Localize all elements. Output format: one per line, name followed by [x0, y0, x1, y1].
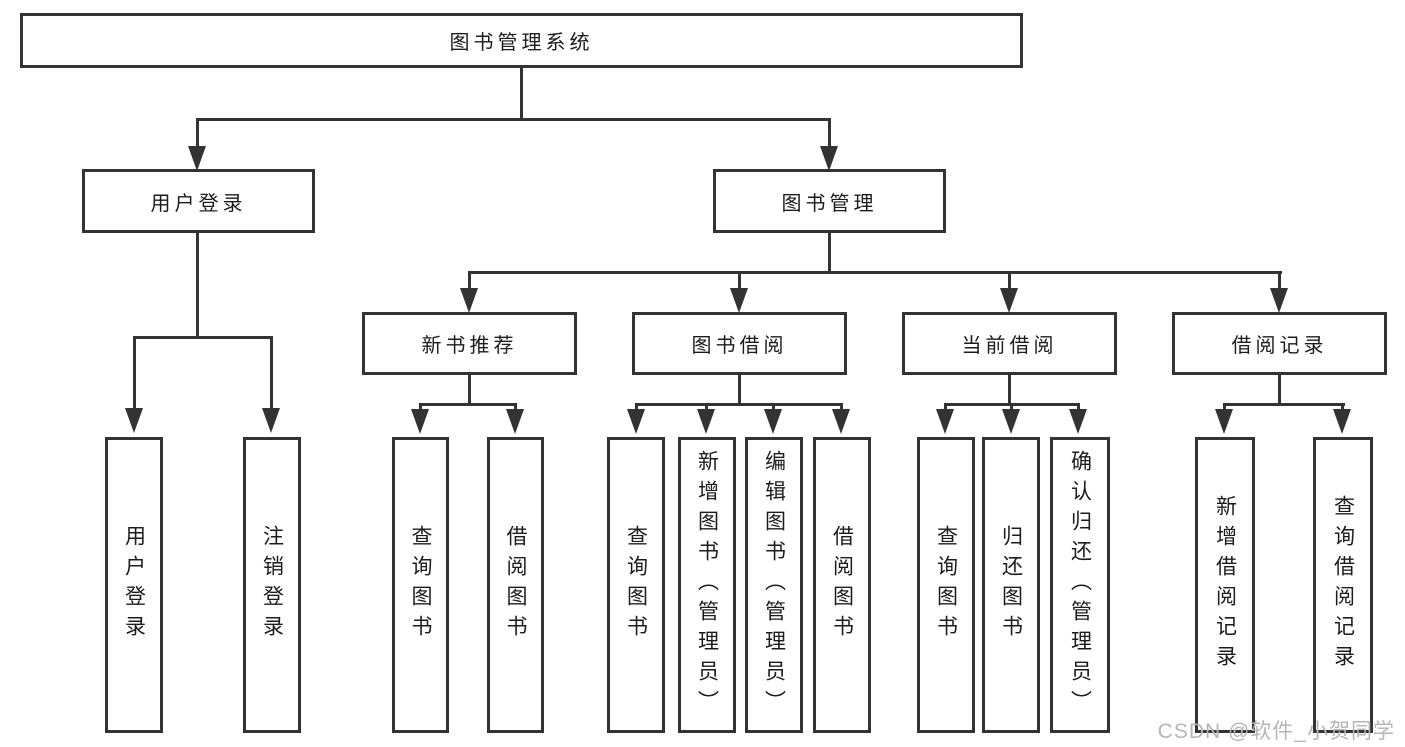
- node-label: 注销登录: [260, 525, 284, 645]
- node-label: 用户登录: [150, 192, 247, 215]
- arrowhead-icon: [730, 288, 748, 313]
- node-borrow-books-1: 借阅图书: [487, 437, 544, 733]
- arrowhead-icon: [697, 409, 715, 434]
- arrowhead-icon: [1333, 409, 1351, 434]
- node-query-books-1: 查询图书: [392, 437, 449, 733]
- connector-rail: [419, 403, 517, 406]
- connector-stem: [1077, 403, 1080, 411]
- node-label: 查询图书: [409, 525, 432, 645]
- arrowhead-icon: [627, 409, 645, 434]
- node-new-book-recommend: 新书推荐: [362, 312, 577, 375]
- connector-stem: [1010, 403, 1013, 411]
- connector-user-login-down: [196, 233, 199, 337]
- watermark: CSDN @软件_小贺同学: [1157, 720, 1395, 743]
- connector-root-stem: [520, 68, 523, 121]
- node-borrow-books-2: 借阅图书: [813, 437, 871, 733]
- connector-stem: [944, 403, 947, 411]
- arrowhead-icon: [262, 408, 280, 433]
- node-label: 编辑图书（管理员）: [762, 450, 786, 720]
- node-edit-books-admin: 编辑图书（管理员）: [745, 437, 803, 733]
- connector-rail: [1223, 403, 1345, 406]
- arrowhead-icon: [764, 409, 782, 434]
- node-book-borrow: 图书借阅: [632, 312, 847, 375]
- node-label: 用户登录: [122, 525, 146, 645]
- node-user-login: 用户登录: [82, 169, 315, 233]
- node-label: 图书借阅: [691, 335, 788, 357]
- node-borrow-record: 借阅记录: [1172, 312, 1387, 375]
- connector-book-mgmt-down: [828, 233, 831, 274]
- node-label: 图书管理系统: [449, 32, 594, 54]
- node-query-books-3: 查询图书: [917, 437, 975, 733]
- node-add-borrow-record: 新增借阅记录: [1195, 437, 1255, 733]
- connector-stem: [635, 403, 638, 411]
- connector-stem: [468, 274, 471, 290]
- node-logout: 注销登录: [243, 437, 301, 733]
- connector-user-login-rail: [133, 336, 273, 339]
- node-label: 归还图书: [999, 525, 1023, 645]
- node-label: 借阅图书: [504, 525, 527, 645]
- arrowhead-icon: [1000, 288, 1018, 313]
- connector-rail: [635, 403, 843, 406]
- arrowhead-icon: [1215, 409, 1233, 434]
- connector-stem: [738, 274, 741, 290]
- node-label: 新增借阅记录: [1213, 495, 1237, 675]
- node-label: 借阅图书: [830, 525, 854, 645]
- node-label: 新书推荐: [421, 335, 518, 357]
- connector-stem: [419, 403, 422, 411]
- node-label: 当前借阅: [961, 335, 1058, 357]
- node-confirm-return-admin: 确认归还（管理员）: [1050, 437, 1110, 733]
- arrowhead-icon: [506, 409, 524, 434]
- node-label: 图书管理: [781, 192, 878, 215]
- connector-stem: [514, 403, 517, 411]
- arrowhead-icon: [188, 146, 206, 171]
- connector-book-mgmt-rail: [468, 271, 1282, 274]
- arrowhead-icon: [1002, 409, 1020, 434]
- connector-stem: [1223, 403, 1226, 411]
- connector-stem: [705, 403, 708, 411]
- node-label: 查询图书: [934, 525, 958, 645]
- arrowhead-icon: [411, 409, 429, 434]
- connector-stem: [1278, 274, 1281, 290]
- connector-down: [1278, 375, 1281, 406]
- node-user-login-leaf: 用户登录: [105, 437, 163, 733]
- connector-stem: [270, 339, 273, 409]
- connector-stem: [133, 339, 136, 409]
- node-query-borrow-record: 查询借阅记录: [1313, 437, 1373, 733]
- node-add-books-admin: 新增图书（管理员）: [678, 437, 736, 733]
- connector-stem: [1008, 274, 1011, 290]
- node-label: 查询借阅记录: [1331, 495, 1355, 675]
- node-library-management-system: 图书管理系统: [20, 13, 1023, 68]
- connector-stem: [772, 403, 775, 411]
- arrowhead-icon: [832, 409, 850, 434]
- node-label: 借阅记录: [1231, 335, 1328, 357]
- node-label: 查询图书: [624, 525, 648, 645]
- connector-down: [1008, 375, 1011, 406]
- arrowhead-icon: [1270, 288, 1288, 313]
- arrowhead-icon: [125, 408, 143, 433]
- node-label: 新增图书（管理员）: [695, 450, 719, 720]
- node-current-borrow: 当前借阅: [902, 312, 1117, 375]
- connector-stem: [840, 403, 843, 411]
- arrowhead-icon: [460, 288, 478, 313]
- connector-user-login-stem: [196, 121, 199, 148]
- connector-root-rail: [196, 118, 831, 121]
- node-query-books-2: 查询图书: [607, 437, 665, 733]
- arrowhead-icon: [820, 146, 838, 171]
- connector-down: [468, 375, 471, 406]
- node-return-books: 归还图书: [982, 437, 1040, 733]
- arrowhead-icon: [936, 409, 954, 434]
- node-label: 确认归还（管理员）: [1068, 450, 1092, 720]
- connector-stem: [1341, 403, 1344, 411]
- connector-down: [738, 375, 741, 406]
- connector-book-mgmt-stem: [828, 121, 831, 148]
- arrowhead-icon: [1069, 409, 1087, 434]
- node-book-management: 图书管理: [713, 169, 946, 233]
